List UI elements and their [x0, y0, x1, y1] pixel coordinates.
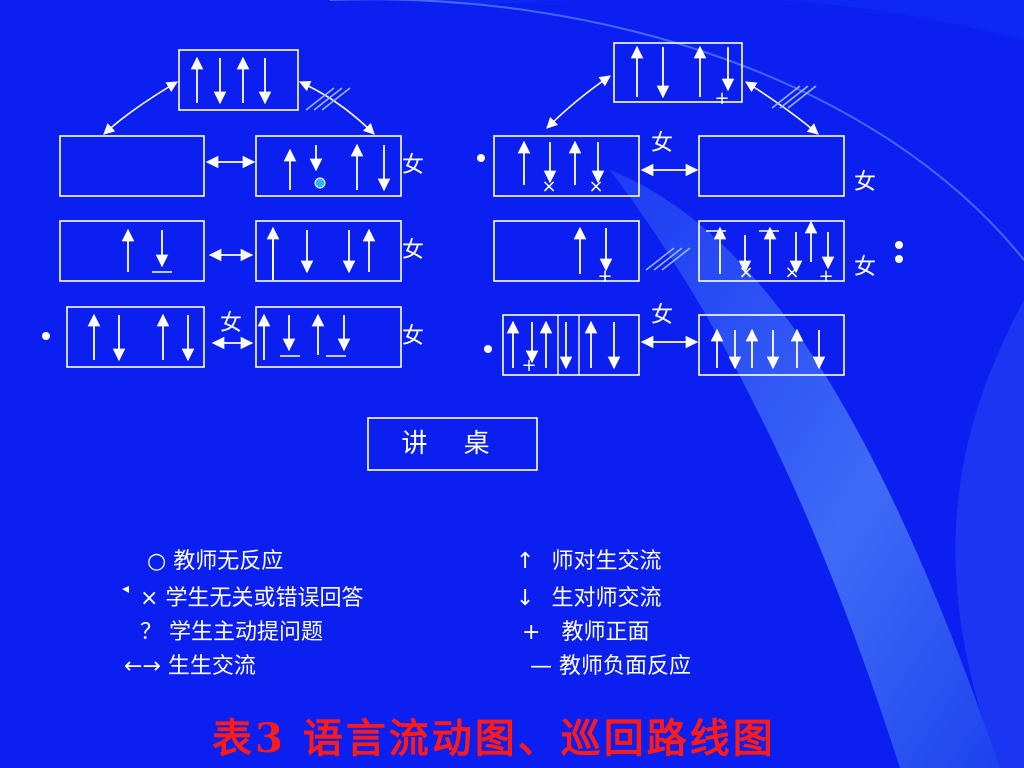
legend-symbol: ？	[140, 620, 163, 645]
legend-symbol: ×	[140, 586, 159, 611]
female-label: 女	[220, 311, 242, 336]
legend-item-teacher-positive: + 教师正面	[522, 620, 649, 646]
desk-left-r1b	[255, 135, 402, 197]
bg-arc-line	[330, 0, 1024, 261]
cross-mark: ×	[784, 262, 799, 283]
female-label: 女	[854, 170, 876, 195]
desk-left-r3a	[66, 306, 205, 368]
route-arrow	[298, 81, 375, 135]
desk-right-r1a	[493, 135, 640, 197]
route-arrow	[546, 75, 611, 129]
female-label: 女	[402, 324, 424, 349]
female-label: 女	[854, 255, 876, 280]
bullet-dot	[484, 345, 492, 353]
legend-text: 生对师交流	[551, 586, 662, 611]
legend-symbol: ○	[147, 549, 167, 574]
interaction-links	[103, 75, 819, 350]
legend-item-teacher-negative: — 教师负面反应	[530, 654, 691, 680]
bg-arc-right	[955, 300, 1024, 768]
desk-left-r2b	[255, 220, 402, 282]
legend-item-no-response: ○ 教师无反应	[147, 549, 283, 575]
bullet-dot	[477, 154, 485, 162]
legend-symbol: —	[530, 654, 552, 679]
legend-item-student-question: ？ 学生主动提问题	[140, 620, 323, 646]
legend-item-student-exchange: ←→ 生生交流	[124, 654, 256, 680]
bullet-dot	[42, 332, 50, 340]
desk-left-r3b	[255, 306, 402, 368]
legend-item-student-to-teacher: ↓ 生对师交流	[516, 586, 661, 612]
route-arrow	[745, 81, 819, 135]
route-hatch	[645, 247, 675, 271]
teacher-position-dot	[314, 177, 326, 189]
desk-right-r2a	[493, 220, 640, 282]
route-hatch	[305, 87, 335, 111]
slide-title: 表3 语言流动图、巡回路线图	[212, 715, 776, 762]
desk-left-top	[178, 49, 299, 111]
route-hatch	[321, 87, 351, 111]
route-hatch	[653, 247, 683, 271]
legend-symbol: ←→	[124, 654, 161, 679]
route-hatch	[787, 85, 817, 109]
legend-text: 师对生交流	[551, 549, 662, 574]
desk-left-r1a	[59, 135, 205, 197]
bullet-dot	[895, 255, 903, 263]
lecture-desk	[367, 417, 538, 471]
route-hatch	[771, 85, 801, 109]
desk-left-r2a	[59, 220, 205, 282]
route-hatch	[313, 87, 343, 111]
legend-symbol: ↑	[516, 549, 535, 574]
legend-text: 教师负面反应	[559, 654, 692, 679]
bg-arc-large	[420, 0, 1024, 40]
route-hatch	[779, 85, 809, 109]
plus-mark: +	[714, 88, 729, 109]
legend-text: 学生主动提问题	[169, 620, 324, 645]
route-arrow	[103, 81, 178, 135]
legend-symbol: ↓	[516, 586, 535, 611]
bullet-dot	[895, 241, 903, 249]
bullet-mark	[122, 586, 129, 593]
plus-mark: +	[597, 266, 612, 287]
female-label: 女	[402, 238, 424, 263]
legend-text: 教师无反应	[173, 549, 284, 574]
desk-right-r3a	[502, 314, 640, 376]
desk-right-top	[613, 42, 743, 103]
desk-right-r2b	[698, 220, 845, 282]
female-label: 女	[402, 153, 424, 178]
left-desk-group	[59, 49, 402, 368]
plus-mark: +	[265, 228, 280, 249]
legend-text: 学生无关或错误回答	[165, 586, 364, 611]
plus-mark: +	[818, 266, 833, 287]
desk-right-r1b	[698, 135, 845, 197]
bg-swoosh	[610, 170, 1000, 768]
flow-arrows	[87, 45, 835, 375]
legend-item-teacher-to-student: ↑ 师对生交流	[516, 549, 661, 575]
desk-right-r3b	[698, 314, 845, 376]
lecture-desk-label: 讲 桌	[401, 429, 504, 459]
route-hatch	[661, 247, 691, 271]
cross-mark: ×	[738, 262, 753, 283]
legend-symbol: +	[522, 620, 541, 645]
cross-mark: ×	[588, 176, 603, 197]
legend-text: 生生交流	[167, 654, 256, 679]
female-label: 女	[651, 303, 673, 328]
cross-mark: ×	[541, 176, 556, 197]
plus-mark: +	[521, 355, 536, 376]
right-desk-group	[493, 42, 845, 376]
legend-item-wrong-answer: × 学生无关或错误回答	[140, 586, 363, 612]
female-label: 女	[651, 131, 673, 156]
legend-text: 教师正面	[561, 620, 650, 645]
